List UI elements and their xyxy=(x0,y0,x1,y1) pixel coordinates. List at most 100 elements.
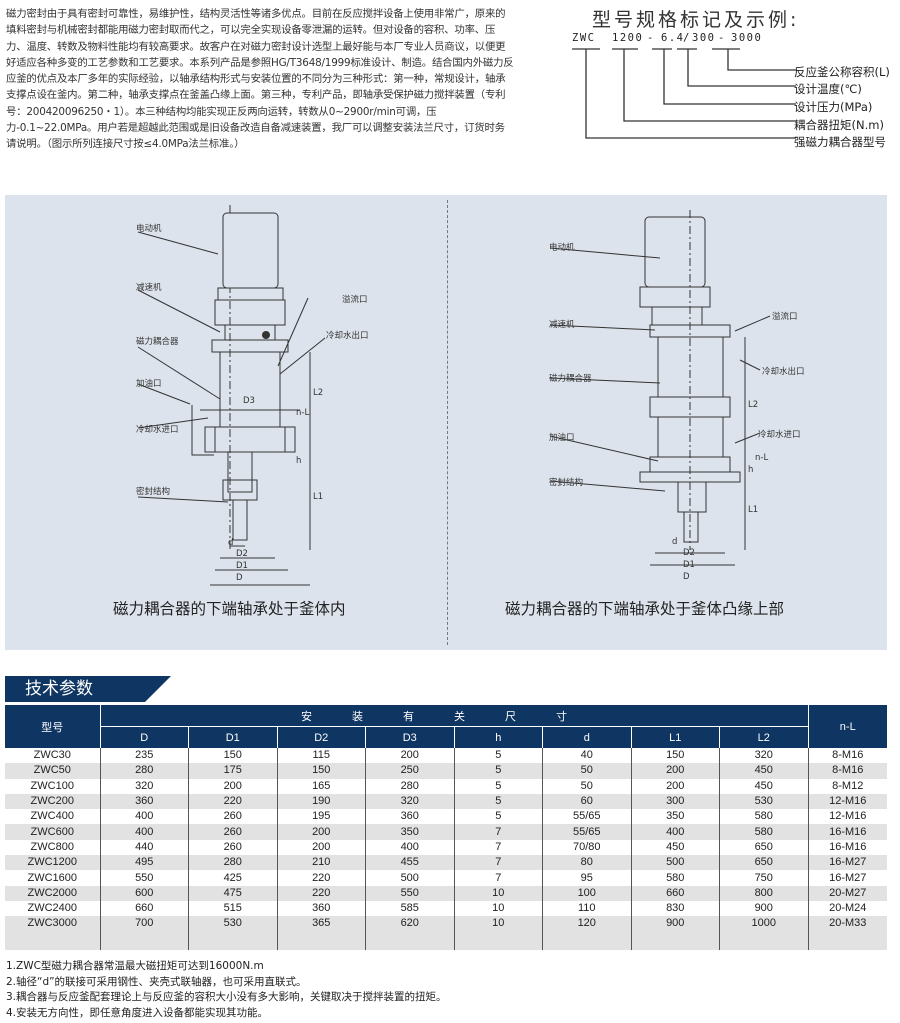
table-cell: 600 xyxy=(99,885,189,901)
dim-L2: L2 xyxy=(313,388,324,398)
header-model: 型号 xyxy=(5,705,100,748)
right-diagram-caption: 磁力耦合器的下端轴承处于釜体凸缘上部 xyxy=(505,600,785,618)
table-cell: 320 xyxy=(365,793,454,810)
table-cell xyxy=(453,931,543,950)
table-cell: 250 xyxy=(365,763,454,779)
cell-model: ZWC2400 xyxy=(27,902,78,915)
label-cooling-water-inlet: 冷却水进口 xyxy=(136,425,179,435)
table-cell: 150 xyxy=(276,763,366,779)
table-cell: 10 xyxy=(453,916,543,932)
table-cell: 12-M16 xyxy=(807,809,887,825)
table-cell: 8-M16 xyxy=(807,763,887,779)
table-cell: 400 xyxy=(99,824,189,840)
header-d: D xyxy=(99,726,189,748)
table-cell: 260 xyxy=(188,809,277,825)
spec-label-model: 强磁力耦合器型号 xyxy=(794,135,886,149)
spec-leader-lines xyxy=(572,48,796,139)
intro-paragraph: 磁力密封由于具有密封可靠性，易维护性，结构灵活性等诸多优点。目前在反应搅拌设备上… xyxy=(6,8,514,151)
table-cell: 70/80 xyxy=(542,839,631,856)
table-cell: 7 xyxy=(453,824,543,840)
cell-model: ZWC1600 xyxy=(27,871,78,884)
table-cell: 110 xyxy=(542,900,631,917)
cell-model: ZWC200 xyxy=(5,793,100,810)
table-cell: 5 xyxy=(453,763,543,779)
spec-code-dash: - xyxy=(718,32,726,44)
table-cell: 350 xyxy=(630,809,720,825)
note-4: 4.安装无方向性，即任意角度进入设备都能实现其功能。 xyxy=(6,1006,269,1019)
cell-model: ZWC100 xyxy=(30,779,74,792)
note-2: 2.轴径“d”的联接可采用钢性、夹壳式联轴器，也可采用直联式。 xyxy=(6,975,307,988)
table-cell: 8-M16 xyxy=(807,748,887,764)
cell-model: ZWC400 xyxy=(30,810,74,823)
table-cell: 10 xyxy=(453,885,543,901)
table-cell: 400 xyxy=(99,809,189,825)
table-cell: 8-M12 xyxy=(807,778,887,794)
table-cell: 700 xyxy=(99,916,189,932)
table-cell: 16-M27 xyxy=(807,870,887,886)
table-cell: 16-M16 xyxy=(807,824,887,840)
label-cooling-water-inlet: 冷却水进口 xyxy=(758,430,801,440)
table-cell: 900 xyxy=(630,916,720,932)
table-cell: 1000 xyxy=(719,916,808,932)
dim-D2: D2 xyxy=(236,549,248,559)
table-cell: 530 xyxy=(719,793,808,810)
label-overflow-port: 溢流口 xyxy=(342,295,368,305)
table-cell: 195 xyxy=(276,809,366,825)
table-cell: 580 xyxy=(719,824,808,840)
label-oil-inlet: 加油口 xyxy=(136,379,162,389)
cell-model: ZWC1200 xyxy=(5,855,100,871)
table-cell: 450 xyxy=(719,763,808,779)
table-cell: 650 xyxy=(719,855,808,871)
spec-title: 型号规格标记及示例: xyxy=(592,9,800,31)
table-cell: 10 xyxy=(453,900,543,917)
notes: 1.ZWC型磁力耦合器常温最大磁扭矩可达到16000N.m 2.轴径“d”的联接… xyxy=(6,959,447,1021)
spec-code-model: ZWC xyxy=(572,32,596,44)
header-installation-dimensions: 安装有关尺寸 xyxy=(99,705,808,727)
label-cooling-water-outlet: 冷却水出口 xyxy=(762,367,805,377)
table-cell: 5 xyxy=(453,809,543,825)
table-cell: 365 xyxy=(276,916,366,932)
table-cell: 220 xyxy=(276,870,366,886)
header-n-L: n-L xyxy=(807,705,887,748)
table-cell: 475 xyxy=(188,885,277,901)
table-cell xyxy=(807,931,887,950)
header-d1: D1 xyxy=(188,726,277,748)
table-cell: 300 xyxy=(630,793,720,810)
table-cell: 280 xyxy=(99,763,189,779)
dim-D1: D1 xyxy=(236,561,248,571)
dim-h: h xyxy=(748,465,754,475)
table-cell: 20-M33 xyxy=(807,916,887,932)
label-motor: 电动机 xyxy=(549,243,575,253)
table-cell: 95 xyxy=(542,870,631,886)
label-reducer: 减速机 xyxy=(549,320,575,330)
spec-code-pressure: 6.4 xyxy=(661,32,685,44)
spec-code-torque: 1200 xyxy=(612,32,644,44)
spec-code-dash: - xyxy=(647,32,655,44)
table-cell: 235 xyxy=(99,748,189,764)
table-cell: 7 xyxy=(453,870,543,886)
dim-h: h xyxy=(296,456,302,466)
table-cell: 7 xyxy=(453,855,543,871)
table-cell xyxy=(542,931,631,950)
table-cell: 280 xyxy=(365,778,454,794)
table-cell xyxy=(365,931,454,950)
table-cell: 260 xyxy=(188,824,277,840)
right-assembly-drawing xyxy=(549,210,771,566)
section-tab-corner xyxy=(145,676,171,702)
table-cell: 50 xyxy=(542,778,631,794)
table-cell: 360 xyxy=(99,793,189,810)
table-cell: 280 xyxy=(188,855,277,871)
table-cell: 5 xyxy=(453,793,543,810)
header-d: d xyxy=(542,726,631,748)
cell-model: ZWC30 xyxy=(33,749,71,762)
table-cell: 50 xyxy=(542,763,631,779)
table-cell: 750 xyxy=(719,870,808,886)
table-cell: 210 xyxy=(276,855,366,871)
dim-L1: L1 xyxy=(313,492,324,502)
cell-model: ZWC2000 xyxy=(5,885,100,901)
label-seal-structure: 密封结构 xyxy=(549,478,584,488)
